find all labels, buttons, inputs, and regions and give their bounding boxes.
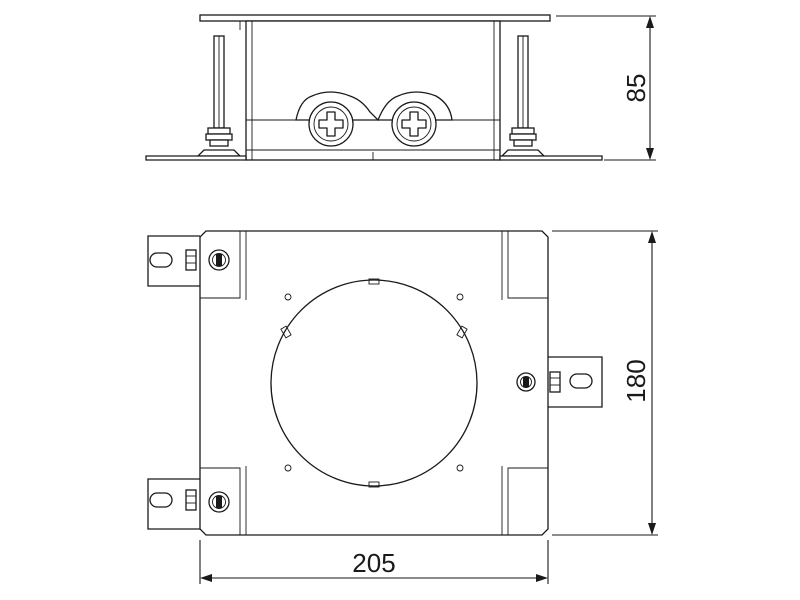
- depth-dimension-label: 180: [621, 359, 651, 402]
- side-view: [145, 14, 603, 161]
- leveling-screw-top-left: [208, 249, 230, 271]
- hole-icon: [456, 293, 464, 301]
- slot-hole-icon: [149, 492, 173, 508]
- width-dimension: 205: [199, 540, 549, 584]
- leveling-bolt-right: [500, 35, 546, 157]
- height-dimension: 85: [556, 15, 656, 161]
- hole-icon: [284, 293, 292, 301]
- cable-gland-left: [308, 101, 354, 147]
- circular-opening: [270, 279, 478, 487]
- top-view: [147, 230, 603, 536]
- leveling-bolt-left: [196, 35, 242, 157]
- foot-plate-left: [145, 155, 247, 161]
- leveling-screw-bottom-left: [208, 491, 230, 513]
- mounting-tab-top-left: [147, 235, 200, 287]
- slot-hole-icon: [569, 373, 593, 389]
- hole-icon: [284, 464, 292, 472]
- leveling-screw-right: [516, 372, 536, 392]
- foot-plate-right: [499, 155, 603, 161]
- slot-hole-icon: [149, 252, 173, 268]
- cable-gland-right: [391, 101, 437, 147]
- height-dimension-label: 85: [621, 74, 651, 103]
- mounting-tab-right: [548, 356, 603, 408]
- mounting-tab-bottom-left: [147, 478, 200, 530]
- width-dimension-label: 205: [352, 548, 395, 578]
- hole-icon: [456, 464, 464, 472]
- depth-dimension: 180: [552, 230, 658, 536]
- lid-plate: [199, 14, 551, 22]
- box-body: [245, 20, 501, 161]
